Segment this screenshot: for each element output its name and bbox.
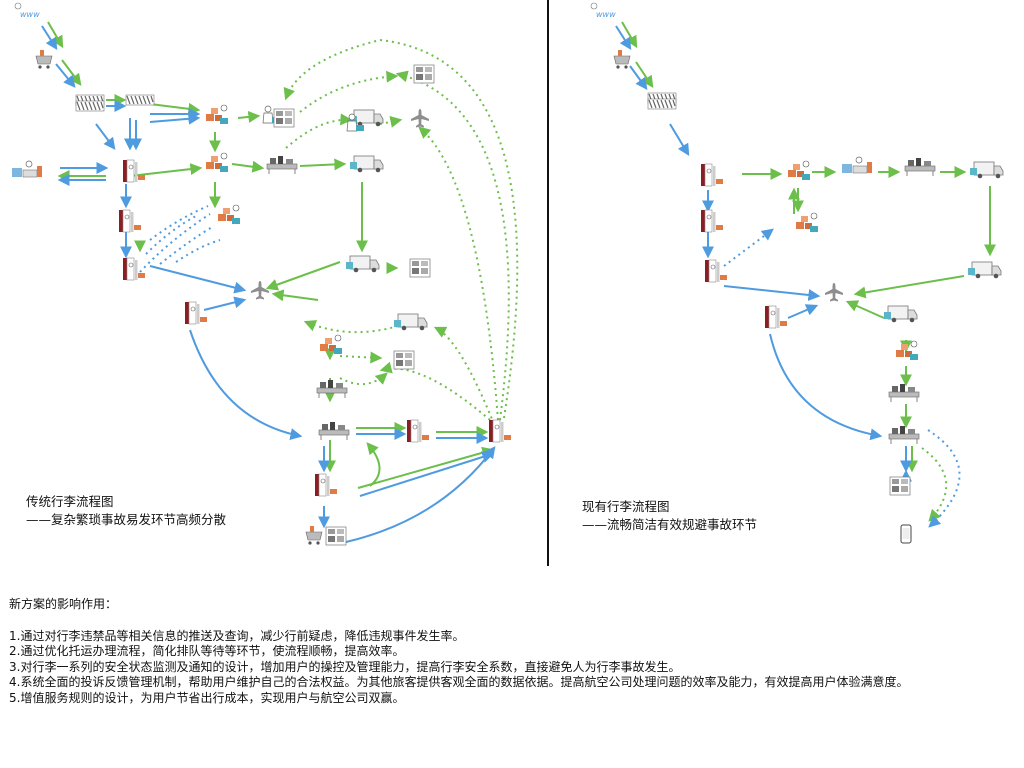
note-item: 4.系统全面的投诉反馈管理机制，帮助用户维护自己的合法权益。为其他旅客提供客观全… (9, 675, 909, 689)
note-item: 2.通过优化托运办理流程，简化排队等待等环节，使流程顺畅，提高效率。 (9, 644, 405, 658)
traditional-flow-subtitle: ——复杂繁琐事故易发环节高频分散 (26, 512, 227, 527)
note-item: 5.增值服务规则的设计，为用户节省出行成本，实现用户与航空公司双赢。 (9, 690, 405, 705)
current-flow-subtitle: ——流畅简洁有效规避事故环节 (582, 517, 758, 532)
current-flow-title: 现有行李流程图 (582, 499, 670, 514)
baggage-flow-diagrams: www (11, 2, 1004, 546)
note-item: 3.对行李一系列的安全状态监测及通知的设计，增加用户的操控及管理能力，提高行李安… (9, 659, 681, 674)
notes-heading: 新方案的影响作用： (9, 597, 118, 611)
panel-divider (547, 0, 549, 566)
current-baggage-flow (590, 2, 1004, 544)
traditional-flow-title: 传统行李流程图 (26, 494, 114, 509)
current-flow-caption: 现有行李流程图 ——流畅简洁有效规避事故环节 (582, 498, 757, 534)
note-item: 1.通过对行李违禁品等相关信息的推送及查询，减少行前疑虑，降低违规事件发生率。 (9, 628, 465, 643)
impact-notes: 新方案的影响作用： 1.通过对行李违禁品等相关信息的推送及查询，减少行前疑虑，降… (9, 597, 1019, 706)
traditional-baggage-flow (11, 2, 519, 546)
traditional-flow-caption: 传统行李流程图 ——复杂繁琐事故易发环节高频分散 (26, 493, 226, 529)
